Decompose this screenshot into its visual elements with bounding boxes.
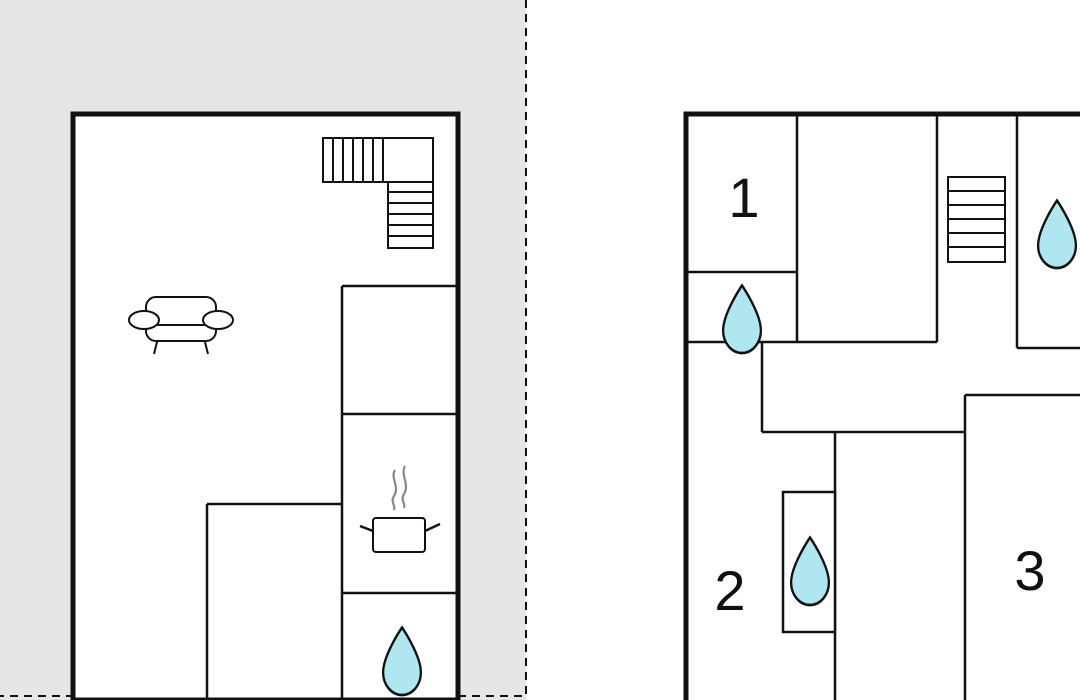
room-number-2: 2: [714, 559, 745, 622]
terrace-boundary: [0, 0, 527, 697]
ground-floor: [0, 0, 527, 700]
stairs-icon: [947, 176, 1006, 263]
room-number-3: 3: [1014, 539, 1045, 602]
sofa-icon: [128, 296, 234, 355]
room-number-1: 1: [728, 166, 759, 229]
cooking-pot-icon: [359, 465, 441, 553]
water-drop-icon: [1036, 199, 1078, 270]
upper-floor-partitions: [686, 114, 1080, 700]
ground-floor-partitions: [205, 284, 458, 700]
stairs-icon: [322, 137, 434, 249]
upper-floor-outline: [683, 111, 1080, 700]
water-drop-icon: [721, 284, 763, 355]
upper-floor: 1 2 3: [683, 111, 1080, 700]
